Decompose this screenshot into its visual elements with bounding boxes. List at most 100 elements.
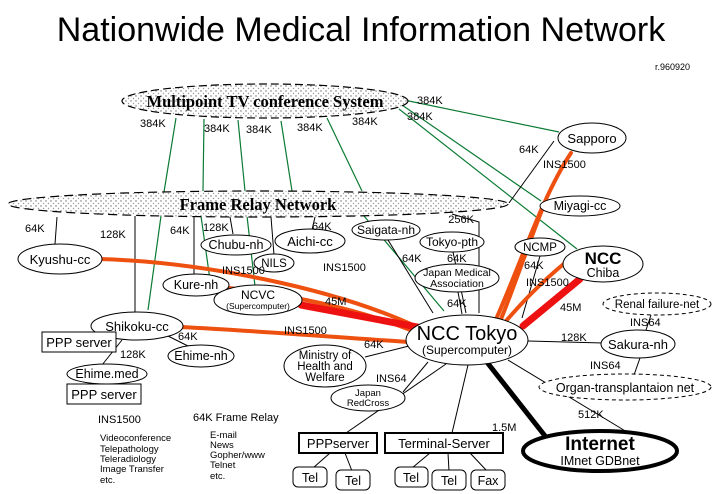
node-ncvc-label1: NCVC xyxy=(241,288,275,302)
cloud-frame-relay-label: Frame Relay Network xyxy=(180,195,338,214)
label-45m: 45M xyxy=(325,296,346,308)
label-384k: 384K xyxy=(140,118,166,130)
node-renal-failure-net: Renal failure-net xyxy=(602,292,712,316)
node-sakura-nh: Sakura-nh xyxy=(600,329,676,359)
link-sapporo-fr xyxy=(508,140,555,204)
link-sakura-renal xyxy=(645,314,652,331)
node-tokyo-pth-label: Tokyo-pth xyxy=(426,235,478,249)
net-service-item: Telnet xyxy=(210,460,236,471)
node-internet: Internet IMnet GDBnet xyxy=(521,429,679,473)
node-ncc-chiba-label2: Chiba xyxy=(587,266,620,280)
box-terminal-server-label: Terminal-Server xyxy=(398,436,490,451)
net-service-item: etc. xyxy=(210,471,225,482)
label-64k: 64K xyxy=(402,253,422,265)
box-fax-label: Fax xyxy=(478,474,500,488)
tv-link-miyagi xyxy=(401,104,542,202)
label-64k: 64K xyxy=(447,298,467,310)
node-ehime-med: Ehime.med xyxy=(66,363,148,385)
node-tokyo-pth: Tokyo-pth xyxy=(419,231,485,253)
ins1500-shikoku xyxy=(179,325,411,344)
link-terminal-tel4 xyxy=(447,452,450,472)
node-sapporo-label: Sapporo xyxy=(567,131,616,146)
link-terminal-fax xyxy=(469,452,488,472)
tv-link xyxy=(202,118,205,192)
box-ppp-server-1: PPP server xyxy=(41,331,117,353)
15m-ncctokyo-internet xyxy=(483,358,552,444)
net-service-item: News xyxy=(210,440,234,451)
label-384k: 384K xyxy=(204,123,230,135)
label-64k: 64K xyxy=(178,331,198,343)
node-ncc-tokyo: NCC Tokyo (Supercomputer) xyxy=(405,314,529,366)
node-renal-label: Renal failure-net xyxy=(615,299,700,311)
label-256k: 256K xyxy=(448,214,474,226)
label-384k: 384K xyxy=(417,95,443,107)
label-384k: 384K xyxy=(297,122,323,134)
box-tel-4: Tel xyxy=(431,469,467,491)
cloud-frame-relay: Frame Relay Network xyxy=(7,190,509,218)
box-tel-4-label: Tel xyxy=(441,474,457,488)
node-japan-medical-association: Japan Medical Association xyxy=(414,263,500,293)
link-ncctokyo-sakura xyxy=(527,340,604,344)
page-title: Nationwide Medical Information Network xyxy=(57,11,666,49)
node-saigata-nh: Saigata-nh xyxy=(351,219,421,241)
label-64k: 64K xyxy=(170,225,190,237)
link-terminal-tel3 xyxy=(411,452,431,469)
link-ppp-tel1 xyxy=(312,452,331,469)
node-nils: NILS xyxy=(253,253,295,273)
node-jma-label1: Japan Medical xyxy=(423,267,491,279)
label-128k: 128K xyxy=(100,229,126,241)
label-128k: 128K xyxy=(203,222,229,234)
ins1500-kyushu xyxy=(98,257,417,328)
label-64k: 64K xyxy=(312,221,332,233)
node-sakura-label: Sakura-nh xyxy=(608,337,668,352)
box-ppp-server-bottom: PPPserver xyxy=(298,432,378,454)
box-tel-2-label: Tel xyxy=(345,474,361,488)
label-ins1500: INS1500 xyxy=(284,325,327,337)
link-sakura-organ xyxy=(633,357,641,376)
box-tel-1: Tel xyxy=(292,466,328,488)
box-ppp-server-2-label: PPP server xyxy=(71,387,137,402)
label-64k: 64K xyxy=(25,223,45,235)
link-chubu-fr xyxy=(229,216,234,235)
tv-services-list: Videoconference Telepathology Teleradiol… xyxy=(100,433,171,486)
node-internet-label1: Internet xyxy=(565,434,635,455)
node-ncc-chiba: NCC Chiba xyxy=(562,245,644,283)
nodes: Sapporo Miyagi-cc NCMP NCC Chiba Saigata… xyxy=(17,122,712,473)
node-redcross-label1: Japan xyxy=(355,388,381,399)
node-ehime-med-label: Ehime.med xyxy=(75,367,138,381)
tv-service-item: Videoconference xyxy=(100,433,171,444)
box-tel-2: Tel xyxy=(335,469,371,491)
node-shikoku-label: Shikoku-cc xyxy=(105,319,169,334)
node-mhw-label3: Welfare xyxy=(305,372,344,384)
node-ncc-tokyo-label1: NCC Tokyo xyxy=(417,323,518,345)
cloud-tv-conference: Multipoint TV conference System xyxy=(121,83,409,119)
label-384k: 384K xyxy=(352,116,378,128)
label-384k: 384K xyxy=(407,111,433,123)
label-ins1500: INS1500 xyxy=(543,159,586,171)
link-ncctokyo-terminal xyxy=(451,364,469,434)
label-ins64: INS64 xyxy=(630,317,661,329)
label-15m: 1.5M xyxy=(492,422,516,434)
tv-service-item: Teleradiology xyxy=(100,454,156,465)
node-kyushu-label: Kyushu-cc xyxy=(30,252,91,267)
box-ppp-server-1-label: PPP server xyxy=(46,335,112,350)
net-service-item: Gopher/www xyxy=(210,450,265,461)
node-chubu-nh: Chubu-nh xyxy=(200,234,272,256)
node-ncmp: NCMP xyxy=(514,237,566,257)
node-ministry-health-welfare: Ministry of Health and Welfare xyxy=(283,344,367,388)
label-64k: 64K xyxy=(524,260,544,272)
node-organ-label: Organ-transplantaion net xyxy=(556,381,695,395)
node-ncc-chiba-label1: NCC xyxy=(585,249,622,268)
node-mhw-label1: Ministry of xyxy=(299,350,352,362)
tv-link xyxy=(163,117,177,193)
node-aichi-cc: Aichi-cc xyxy=(274,228,346,254)
tv-service-item: etc. xyxy=(100,475,115,486)
label-128k: 128K xyxy=(561,332,587,344)
node-kure-label: Kure-nh xyxy=(174,278,219,292)
ins1500-chiba xyxy=(504,260,568,323)
tv-link-sapporo xyxy=(403,99,560,133)
link-ppp-tel2 xyxy=(344,452,353,472)
note-ins1500: INS1500 xyxy=(98,414,141,426)
link-aichi-fr xyxy=(311,216,316,231)
